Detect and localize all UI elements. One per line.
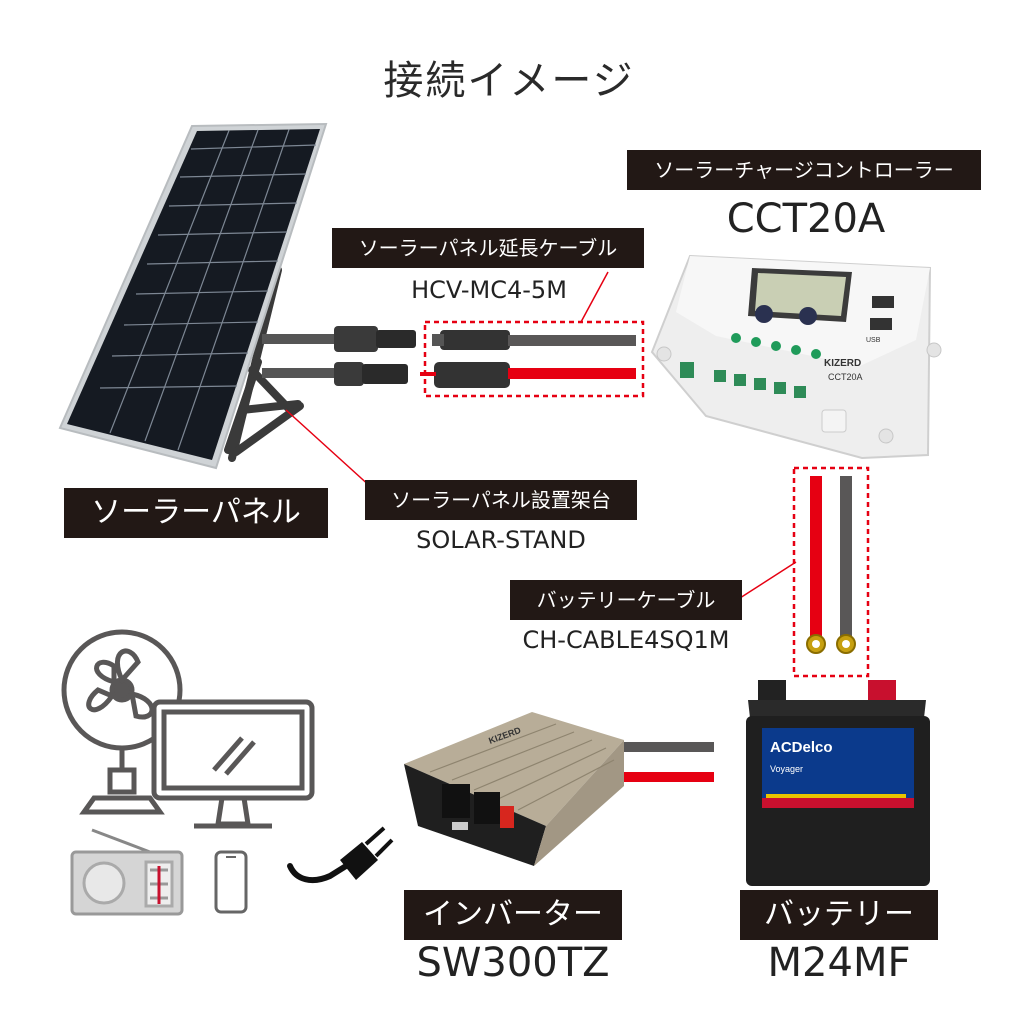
controller-label: ソーラーチャージコントローラー — [627, 150, 981, 190]
radio-icon — [70, 828, 184, 916]
battery-cable-highlight — [792, 466, 870, 678]
battery-cable-label: バッテリーケーブル — [510, 580, 742, 620]
charge-controller-image — [650, 254, 942, 460]
inverter-label: インバーター — [404, 890, 622, 940]
smartphone-icon — [214, 850, 248, 914]
stand-model: SOLAR-STAND — [416, 526, 586, 554]
controller-port-text: USB — [866, 337, 881, 344]
inverter-image — [404, 712, 624, 866]
battery-image — [746, 680, 930, 886]
controller-model: CCT20A — [726, 196, 886, 242]
plug-icon — [287, 826, 394, 884]
controller-model-text: CCT20A — [828, 372, 863, 382]
extension-cable-label: ソーラーパネル延長ケーブル — [332, 228, 644, 268]
solar-panel-label: ソーラーパネル — [64, 488, 328, 538]
controller-brand-text: KIZERD — [824, 358, 861, 369]
battery-cable-leader — [739, 561, 797, 599]
battery-label: バッテリー — [740, 890, 938, 940]
extension-cables — [508, 335, 636, 379]
battery-cable-model: CH-CABLE4SQ1M — [522, 626, 730, 654]
extension-cable-highlight — [423, 320, 645, 398]
battery-cable-image — [806, 476, 856, 654]
battery-model: M24MF — [767, 940, 911, 986]
inverter-model: SW300TZ — [416, 940, 610, 986]
extension-cable-leader — [580, 271, 609, 323]
battery-subbrand-text: Voyager — [770, 764, 803, 774]
monitor-icon — [151, 699, 315, 829]
mc4-connectors — [334, 326, 510, 388]
solar-panel-image — [58, 122, 328, 470]
stand-label: ソーラーパネル設置架台 — [365, 480, 637, 520]
inverter-battery-cables — [624, 742, 714, 782]
page-title: 接続イメージ — [383, 58, 635, 104]
battery-brand-text: ACDelco — [770, 739, 833, 756]
stand-leader — [285, 409, 373, 489]
fan-icon — [61, 629, 183, 815]
extension-cable-model: HCV-MC4-5M — [411, 276, 567, 304]
panel-cables — [262, 334, 336, 378]
